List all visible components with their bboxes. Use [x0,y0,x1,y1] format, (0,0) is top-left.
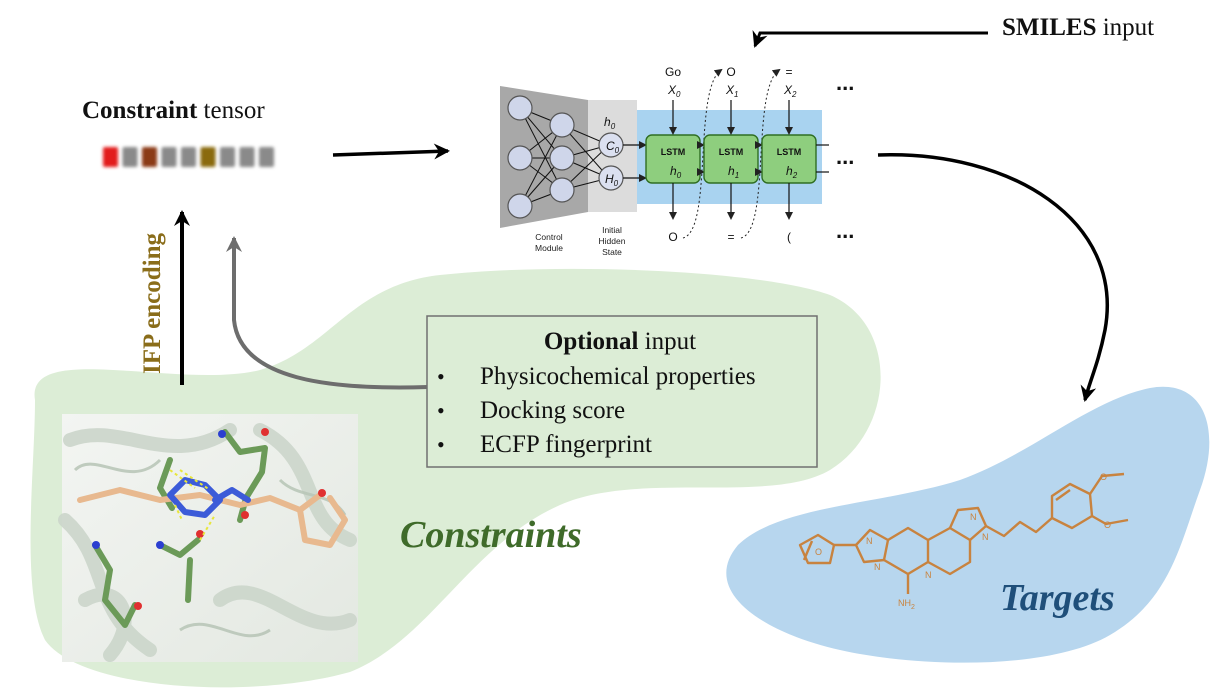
lstm-title-2: LSTM [777,147,802,157]
lstm-cell-1: LSTM h1 O X1 = [703,65,781,244]
constraint-tensor-cells [103,147,274,167]
n-label-3: N [925,570,932,580]
h0-node-label: H0 [605,172,619,188]
lstm-h-label-1: h1 [728,164,739,180]
optional-item-0: Physicochemical properties [480,363,756,390]
smiles-rest: input [1096,14,1154,41]
optional-input-box: Optional input • Physicochemical properti… [426,315,818,468]
input-token-0: Go [665,65,681,79]
optional-item-2: ECFP fingerprint [480,431,652,458]
targets-label: Targets [1000,577,1115,619]
x-label-2: X2 [783,83,797,99]
constraint-tensor-bold: Constraint [82,97,198,124]
x-label-0: X0 [667,83,681,99]
furan-o-label: O [815,547,822,557]
constraints-label: Constraints [400,514,582,556]
tensor-cell-4 [181,147,196,167]
tensor-cell-3 [161,147,177,167]
tensor-cell-0 [103,147,118,167]
tensor-to-network-arrow [332,143,450,160]
ellipsis-bottom: ... [836,218,854,243]
output-token-1: = [727,230,734,244]
lstm-cell-2: LSTM h2 = X2 ( [761,65,829,244]
tensor-cell-2 [142,147,157,167]
tensor-cell-8 [259,147,274,167]
network-to-targets-arrow [877,153,1109,402]
tensor-cell-6 [220,147,235,167]
n-label-5: N [982,532,989,542]
lstm-title-1: LSTM [719,147,744,157]
smiles-bold: SMILES [1002,14,1096,41]
ellipsis-top: ... [836,70,854,95]
lstm-title-0: LSTM [661,147,686,157]
targets-blob [726,386,1210,663]
n-label-2: N [874,562,881,572]
protein-structure-image [58,414,358,662]
constraint-tensor-title: Constraint tensor [82,97,265,124]
tensor-cell-1 [122,147,138,167]
optional-bold: Optional [544,328,639,355]
lstm-h-label-2: h2 [786,164,798,180]
h0-top-label: h0 [604,115,616,131]
n-label-4: N [970,512,977,522]
smiles-arrow [752,30,988,48]
c0-label: C0 [606,139,620,155]
n-label-1: N [866,536,873,546]
input-token-2: = [785,65,792,79]
molecule-atom-labels: O N N N N N O O [815,472,1111,580]
input-token-1: O [726,65,735,79]
x-label-1: X1 [725,83,738,99]
optional-item-bullet: • [437,364,445,389]
tensor-cell-5 [200,147,216,167]
target-molecule [798,472,1129,594]
optional-item-bullet: • [437,432,445,457]
smiles-input-label: SMILES input [1002,14,1154,41]
optional-input-list: • Physicochemical properties • Docking scor… [437,363,756,458]
lstm-h-label-0: h0 [670,164,682,180]
optional-item-bullet: • [437,398,445,423]
optional-input-title: Optional input [544,328,696,355]
optional-to-tensor-arrow [226,236,429,390]
methoxy-o-label-2: O [1104,520,1111,530]
tensor-cell-7 [239,147,255,167]
network-nodes [507,95,575,219]
constraint-tensor-rest: tensor [197,97,265,124]
output-token-0: O [668,230,677,244]
ellipsis-middle: ... [836,144,854,169]
ifp-encoding-label: IFP encoding [139,233,166,374]
optional-item-1: Docking score [480,397,625,424]
methoxy-o-label-1: O [1100,472,1107,482]
output-token-2: ( [787,230,791,244]
optional-rest: input [638,328,696,355]
molecule-amine-label: NH2 [898,598,915,611]
